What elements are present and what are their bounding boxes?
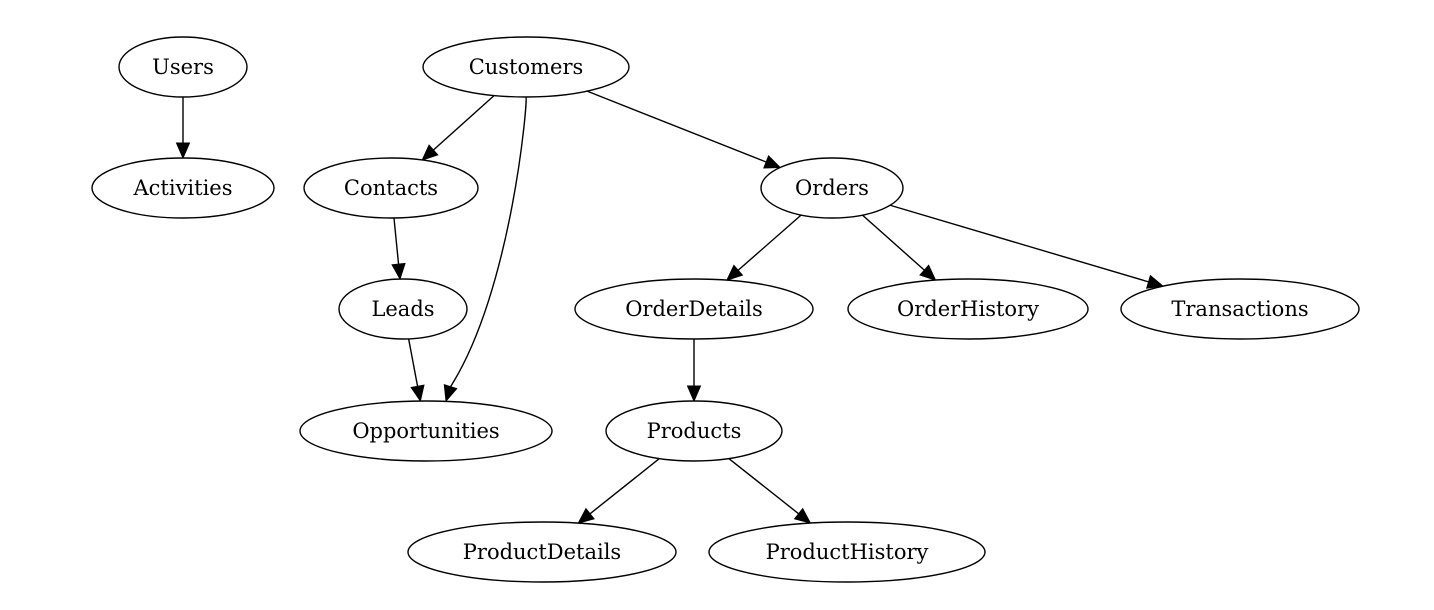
node-customers: Customers xyxy=(422,36,630,98)
node-producthistory: ProductHistory xyxy=(708,521,986,583)
node-shape-contacts xyxy=(303,157,479,219)
node-orderdetails: OrderDetails xyxy=(574,278,814,340)
node-label-orderdetails: OrderDetails xyxy=(625,297,763,321)
edge-arrowhead-users-to-activities xyxy=(175,142,191,160)
node-label-activities: Activities xyxy=(132,176,232,200)
edge-line-leads-to-opportunities xyxy=(407,338,419,387)
node-label-opportunities: Opportunities xyxy=(352,419,499,443)
edge-orders-to-orderhistory xyxy=(861,214,937,281)
edge-arrowhead-products-to-producthistory xyxy=(793,507,812,524)
edge-products-to-productdetails xyxy=(577,458,660,524)
edge-arrowhead-orders-to-orderdetails xyxy=(725,264,744,281)
node-label-transactions: Transactions xyxy=(1171,297,1308,321)
node-shape-leads xyxy=(338,278,468,340)
edge-arrowhead-customers-to-contacts xyxy=(421,144,439,161)
node-label-products: Products xyxy=(647,419,742,443)
node-label-productdetails: ProductDetails xyxy=(463,540,621,564)
node-opportunities: Opportunities xyxy=(299,400,553,462)
edge-line-orders-to-orderdetails xyxy=(737,214,802,271)
edge-arrowhead-products-to-productdetails xyxy=(577,507,595,524)
edge-line-products-to-producthistory xyxy=(728,457,800,515)
node-label-leads: Leads xyxy=(371,297,434,321)
edge-line-orders-to-orderhistory xyxy=(861,214,925,271)
edge-arrowhead-customers-to-orders xyxy=(763,155,782,169)
node-shape-users xyxy=(118,36,248,98)
node-shape-products xyxy=(605,400,783,462)
edge-products-to-producthistory xyxy=(728,457,812,524)
node-users: Users xyxy=(118,36,248,98)
edge-line-contacts-to-leads xyxy=(393,217,400,265)
node-shape-transactions xyxy=(1120,278,1360,340)
edge-arrowhead-orders-to-transactions xyxy=(1146,274,1165,289)
edge-line-customers-to-opportunities xyxy=(449,96,527,388)
edge-orders-to-orderdetails xyxy=(725,214,802,281)
node-shape-opportunities xyxy=(299,400,553,462)
node-contacts: Contacts xyxy=(303,157,479,219)
edge-orders-to-transactions xyxy=(889,204,1165,289)
edge-arrowhead-contacts-to-leads xyxy=(391,262,406,281)
node-shape-customers xyxy=(422,36,630,98)
node-orderhistory: OrderHistory xyxy=(847,278,1089,340)
node-label-users: Users xyxy=(152,55,214,79)
node-label-contacts: Contacts xyxy=(344,176,438,200)
node-leads: Leads xyxy=(338,278,468,340)
node-label-customers: Customers xyxy=(469,55,584,79)
node-shape-producthistory xyxy=(708,521,986,583)
edge-users-to-activities xyxy=(175,97,191,160)
edge-line-customers-to-contacts xyxy=(432,95,495,151)
edge-line-customers-to-orders xyxy=(586,90,767,163)
edge-arrowhead-leads-to-opportunities xyxy=(410,384,425,403)
edges-layer xyxy=(175,90,1165,524)
node-label-producthistory: ProductHistory xyxy=(766,540,929,564)
edge-leads-to-opportunities xyxy=(407,338,425,403)
node-productdetails: ProductDetails xyxy=(407,521,677,583)
edge-customers-to-orders xyxy=(586,90,782,169)
node-shape-orderdetails xyxy=(574,278,814,340)
node-shape-productdetails xyxy=(407,521,677,583)
edge-contacts-to-leads xyxy=(391,217,406,281)
node-label-orderhistory: OrderHistory xyxy=(897,297,1039,321)
edge-line-orders-to-transactions xyxy=(889,204,1149,283)
node-label-orders: Orders xyxy=(795,176,869,200)
node-shape-activities xyxy=(91,157,275,219)
node-activities: Activities xyxy=(91,157,275,219)
node-orders: Orders xyxy=(760,157,904,219)
edge-customers-to-opportunities xyxy=(443,96,527,403)
edge-arrowhead-customers-to-opportunities xyxy=(443,384,458,403)
node-shape-orderhistory xyxy=(847,278,1089,340)
node-shape-orders xyxy=(760,157,904,219)
edge-arrowhead-orders-to-orderhistory xyxy=(919,264,937,281)
node-transactions: Transactions xyxy=(1120,278,1360,340)
node-products: Products xyxy=(605,400,783,462)
edge-customers-to-contacts xyxy=(421,95,495,161)
edge-orderdetails-to-products xyxy=(686,339,702,403)
edge-line-products-to-productdetails xyxy=(589,458,660,515)
edge-arrowhead-orderdetails-to-products xyxy=(686,385,702,403)
